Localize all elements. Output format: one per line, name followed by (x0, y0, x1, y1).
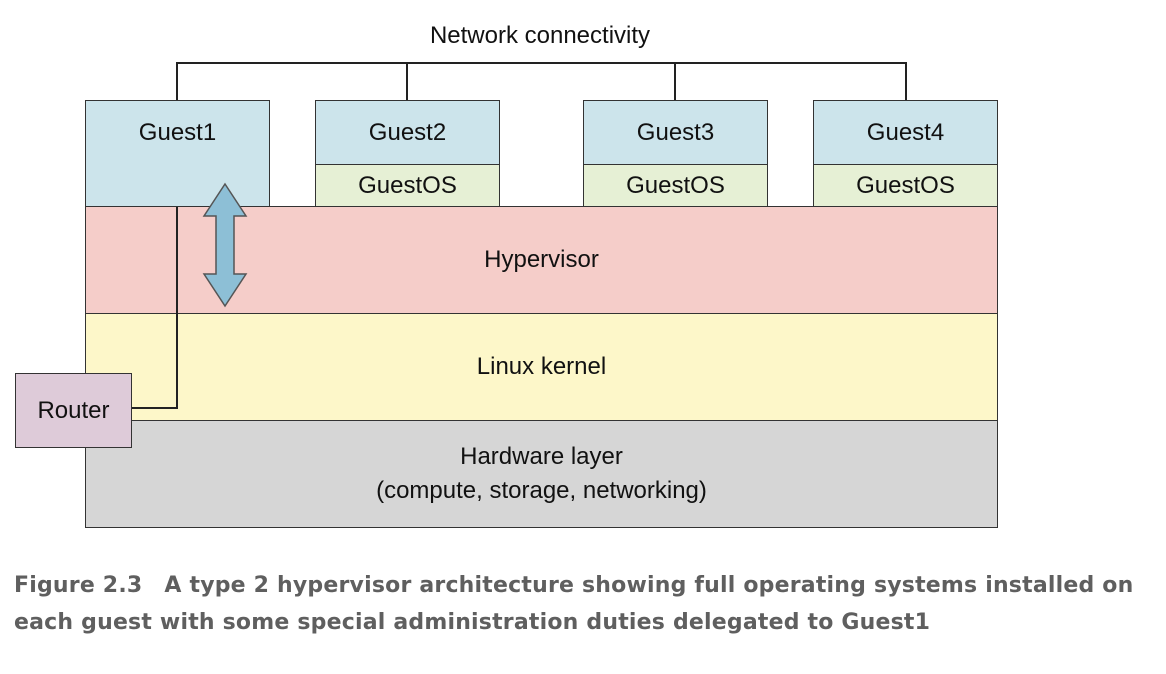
guest1-box: Guest1 (85, 100, 270, 207)
router-box: Router (15, 373, 132, 448)
guest2-os-label: GuestOS (358, 171, 457, 199)
network-bus-line (176, 62, 907, 100)
network-connectivity-label: Network connectivity (429, 22, 651, 49)
router-label: Router (37, 396, 110, 424)
figure-caption-text: A type 2 hypervisor architecture showing… (14, 573, 1134, 635)
guest3-label: Guest3 (636, 118, 715, 146)
double-arrow-icon (202, 182, 248, 308)
linux-kernel-label: Linux kernel (476, 353, 607, 380)
guest2-os-box: GuestOS (315, 164, 500, 207)
guest1-label: Guest1 (138, 119, 217, 146)
guest2-label: Guest2 (368, 118, 447, 146)
guest1-router-line (132, 207, 178, 409)
hardware-sublabel: (compute, storage, networking) (376, 477, 707, 504)
hypervisor-label: Hypervisor (484, 246, 599, 273)
guest3-os-box: GuestOS (583, 164, 768, 207)
guest2-box: Guest2 (315, 100, 500, 165)
hardware-layer: Hardware layer (compute, storage, networ… (85, 420, 998, 528)
figure-number: Figure 2.3 (14, 573, 143, 598)
guest3-os-label: GuestOS (626, 171, 725, 199)
guest4-box: Guest4 (813, 100, 998, 165)
guest4-os-label: GuestOS (856, 171, 955, 199)
hardware-label: Hardware layer (460, 443, 623, 470)
guest4-label: Guest4 (866, 118, 945, 146)
guest3-box: Guest3 (583, 100, 768, 165)
linux-kernel-layer: Linux kernel (85, 313, 998, 421)
hypervisor-layer: Hypervisor (85, 206, 998, 314)
guest4-os-box: GuestOS (813, 164, 998, 207)
